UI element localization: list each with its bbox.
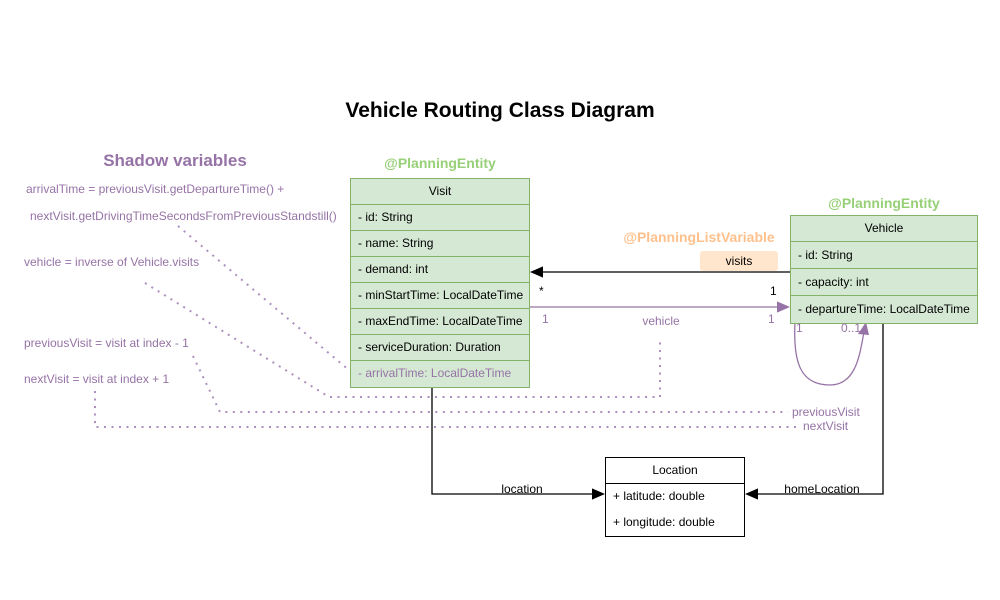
vehicle-edge-label: vehicle xyxy=(642,314,680,328)
visit-chain-mult-left: 1 xyxy=(796,321,803,335)
visit-attr-name: - name: String xyxy=(351,231,529,257)
shadow-note-previous-visit: previousVisit = visit at index - 1 xyxy=(24,336,189,350)
note-link-next-visit xyxy=(94,391,799,428)
shadow-note-vehicle: vehicle = inverse of Vehicle.visits xyxy=(24,255,200,269)
visits-edge-label: visits xyxy=(700,251,778,271)
shadow-note-next-visit: nextVisit = visit at index + 1 xyxy=(24,372,170,386)
note-link-arrival-time xyxy=(177,225,351,372)
location-edge-label: location xyxy=(501,482,543,496)
vehicle-attr-capacity: - capacity: int xyxy=(791,269,977,296)
visits-mult-visit-end: * xyxy=(539,284,544,298)
page-title: Vehicle Routing Class Diagram xyxy=(345,99,655,122)
visit-attr-id: - id: String xyxy=(351,205,529,231)
home-location-edge-label: homeLocation xyxy=(784,482,860,496)
visit-attr-arrival-time: - arrivalTime: LocalDateTime xyxy=(358,366,512,380)
visit-attr-service-duration: - serviceDuration: Duration xyxy=(351,335,529,361)
vehicle-class-name: Vehicle xyxy=(791,216,977,242)
next-visit-label: nextVisit xyxy=(803,419,849,433)
vehicle-class-box: Vehicle - id: String - capacity: int - d… xyxy=(790,215,978,324)
location-class-box: Location + latitude: double + longitude:… xyxy=(605,457,745,537)
location-class-name: Location xyxy=(606,458,744,484)
shadow-variables-heading: Shadow variables xyxy=(103,151,247,170)
vehicle-planning-entity-annotation: @PlanningEntity xyxy=(828,195,940,211)
location-attr-latitude: + latitude: double xyxy=(613,489,705,503)
visit-class-name: Visit xyxy=(351,179,529,205)
visit-attr-demand: - demand: int xyxy=(351,257,529,283)
shadow-note-arrival-time-1: arrivalTime = previousVisit.getDeparture… xyxy=(26,182,285,196)
visit-attr-min-start-time: - minStartTime: LocalDateTime xyxy=(351,283,529,309)
visit-attr-max-end-time: - maxEndTime: LocalDateTime xyxy=(351,309,529,335)
visit-class-box: Visit - id: String - name: String - dema… xyxy=(350,178,530,388)
visit-chain-mult-right: 0..1 xyxy=(841,321,862,335)
vehicle-mult-visit-end: 1 xyxy=(542,312,549,326)
planning-list-variable-annotation: @PlanningListVariable xyxy=(623,229,775,245)
vehicle-mult-vehicle-end: 1 xyxy=(768,312,775,326)
shadow-note-arrival-time-2: nextVisit.getDrivingTimeSecondsFromPrevi… xyxy=(30,209,337,223)
vehicle-attr-departure-time: - departureTime: LocalDateTime xyxy=(798,302,970,316)
location-attr-longitude: + longitude: double xyxy=(613,515,715,529)
vehicle-attr-id: - id: String xyxy=(791,242,977,269)
previous-visit-label: previousVisit xyxy=(792,405,860,419)
edge-vehicle xyxy=(530,301,790,313)
visit-planning-entity-annotation: @PlanningEntity xyxy=(384,155,496,171)
visits-mult-vehicle-end: 1 xyxy=(770,284,777,298)
